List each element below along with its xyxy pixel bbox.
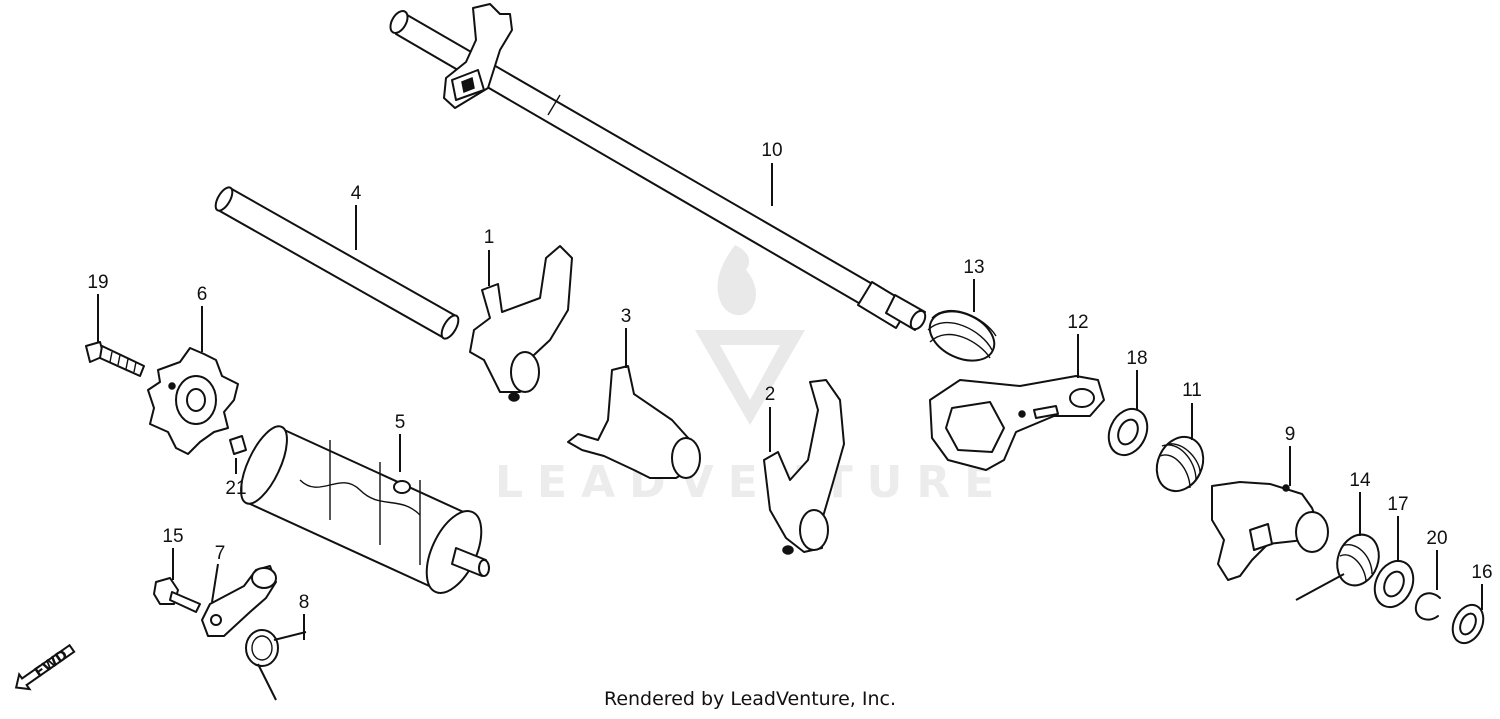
callout-17: 17 <box>1387 494 1408 515</box>
callout-8: 8 <box>299 592 310 613</box>
part-18-washer <box>1107 407 1149 457</box>
callout-labels: 1 2 3 4 5 6 7 8 9 10 11 12 13 14 15 16 1… <box>87 140 1492 613</box>
callout-4: 4 <box>351 183 362 204</box>
callout-21: 21 <box>225 478 246 499</box>
callout-19: 19 <box>87 272 108 293</box>
watermark-text: LEADVENTURE <box>495 457 1008 508</box>
callout-12: 12 <box>1067 312 1088 333</box>
forward-direction-indicator: FWD <box>14 643 76 691</box>
part-11-spring <box>1155 435 1205 493</box>
callout-10: 10 <box>761 140 782 161</box>
part-4-fork-shaft <box>214 186 460 340</box>
forward-label: FWD <box>32 647 71 681</box>
part-17-washer <box>1373 559 1415 609</box>
part-9-shift-arm <box>1211 481 1329 581</box>
part-6-drum-center <box>147 347 239 455</box>
callout-11: 11 <box>1182 380 1202 401</box>
callout-16: 16 <box>1471 562 1492 583</box>
part-8-stopper-spring <box>245 629 307 701</box>
callout-20: 20 <box>1426 528 1447 549</box>
callout-2: 2 <box>765 384 776 405</box>
part-14-spring <box>1295 533 1380 601</box>
callout-6: 6 <box>197 284 208 305</box>
part-5-shift-drum <box>240 425 490 594</box>
callout-18: 18 <box>1126 348 1147 369</box>
callout-14: 14 <box>1349 470 1371 491</box>
part-7-stopper-arm <box>201 565 277 637</box>
part-13-return-spring <box>927 309 997 362</box>
part-20-circlip <box>1414 592 1441 621</box>
watermark-logo: LEADVENTURE <box>495 245 1008 508</box>
callout-9: 9 <box>1285 424 1296 445</box>
part-16-washer <box>1451 603 1485 645</box>
part-15-bolt <box>153 577 201 613</box>
part-19-bolt <box>85 341 145 377</box>
part-12-guide-plate <box>929 375 1105 471</box>
callout-15: 15 <box>162 526 183 547</box>
callout-1: 1 <box>484 227 495 248</box>
part-3-shift-fork <box>567 365 701 479</box>
forward-arrow-icon <box>14 643 76 691</box>
callout-7: 7 <box>215 543 226 564</box>
callout-3: 3 <box>621 306 632 327</box>
leader-lines <box>97 163 1483 640</box>
callout-5: 5 <box>395 412 406 433</box>
credit-text: Rendered by LeadVenture, Inc. <box>603 688 897 710</box>
callout-13: 13 <box>963 257 984 278</box>
part-2-shift-fork <box>763 379 845 555</box>
part-10-gearshift-spindle <box>389 3 927 331</box>
part-21-dowel-pin <box>229 435 247 455</box>
part-1-shift-fork <box>469 245 573 402</box>
